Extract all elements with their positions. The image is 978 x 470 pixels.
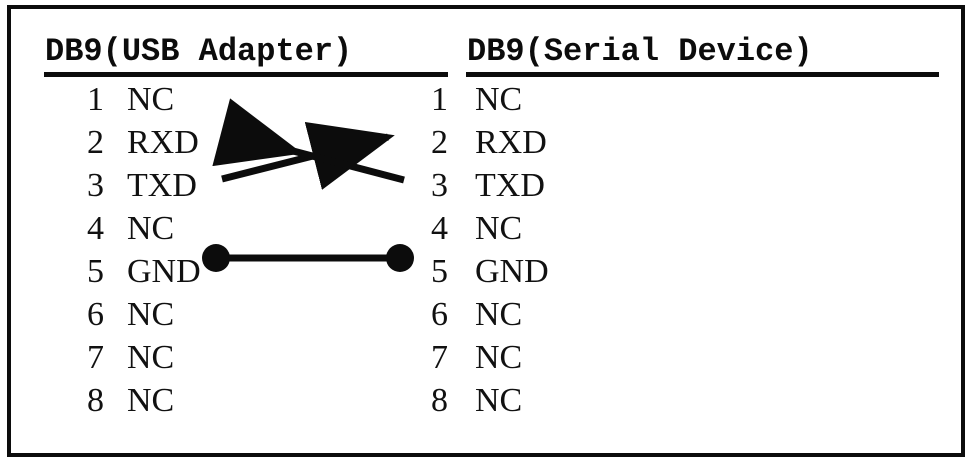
pin-row: 6 NC: [431, 298, 522, 332]
column-header-serial-device: DB9(Serial Device): [467, 33, 813, 70]
pin-row: 8 NC: [87, 384, 174, 418]
pin-number: 8: [87, 382, 104, 419]
pin-signal: RXD: [475, 124, 547, 161]
pin-signal: NC: [475, 296, 523, 333]
pin-signal: GND: [127, 253, 201, 290]
pin-number: 4: [87, 210, 104, 247]
pin-row: 5 GND: [87, 255, 201, 289]
pin-number: 1: [87, 81, 104, 118]
pin-row: 8 NC: [431, 384, 522, 418]
pin-row: 4 NC: [431, 212, 522, 246]
pin-row: 7 NC: [431, 341, 522, 375]
pin-row: 3 TXD: [431, 169, 545, 203]
pin-number: 7: [431, 339, 448, 376]
pin-signal: TXD: [127, 167, 197, 204]
column-header-usb-adapter: DB9(USB Adapter): [45, 33, 353, 70]
pin-signal: RXD: [127, 124, 199, 161]
pin-row: 4 NC: [87, 212, 174, 246]
pin-number: 5: [87, 253, 104, 290]
pin-number: 3: [431, 167, 448, 204]
pin-signal: GND: [475, 253, 549, 290]
pin-row: 1 NC: [87, 83, 174, 117]
pin-row: 1 NC: [431, 83, 522, 117]
pin-number: 2: [87, 124, 104, 161]
pin-number: 1: [431, 81, 448, 118]
pin-signal: NC: [475, 339, 523, 376]
pin-row: 2 RXD: [87, 126, 199, 160]
pin-row: 6 NC: [87, 298, 174, 332]
pin-row: 3 TXD: [87, 169, 197, 203]
column-header-rule-left: [44, 72, 448, 77]
pin-signal: TXD: [475, 167, 545, 204]
pin-row: 7 NC: [87, 341, 174, 375]
pin-row: 5 GND: [431, 255, 549, 289]
pin-signal: NC: [127, 339, 175, 376]
pin-signal: NC: [475, 210, 523, 247]
pin-number: 5: [431, 253, 448, 290]
pin-number: 8: [431, 382, 448, 419]
pin-signal: NC: [475, 81, 523, 118]
pin-number: 4: [431, 210, 448, 247]
pin-signal: NC: [475, 382, 523, 419]
pin-number: 3: [87, 167, 104, 204]
pin-signal: NC: [127, 81, 175, 118]
pin-signal: NC: [127, 296, 175, 333]
pin-row: 2 RXD: [431, 126, 547, 160]
column-header-rule-right: [466, 72, 939, 77]
pin-number: 2: [431, 124, 448, 161]
pin-number: 6: [87, 296, 104, 333]
pin-signal: NC: [127, 210, 175, 247]
pin-signal: NC: [127, 382, 175, 419]
diagram-frame: DB9(USB Adapter) DB9(Serial Device) 1 NC…: [7, 5, 965, 457]
pin-number: 6: [431, 296, 448, 333]
pin-number: 7: [87, 339, 104, 376]
